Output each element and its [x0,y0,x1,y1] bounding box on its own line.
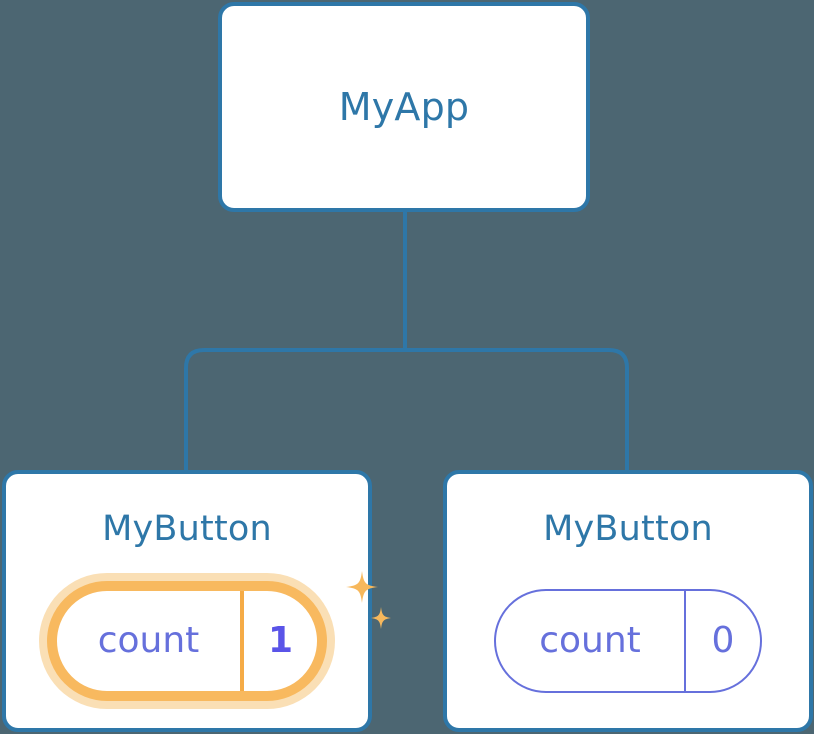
node-mybutton-left[interactable]: MyButton count 1 [2,470,391,732]
node-myapp-title: MyApp [338,85,470,129]
sparkle-large-icon [346,571,378,603]
edge-root-to-left-child [184,348,405,474]
state-pill-left[interactable]: count 1 [47,581,327,701]
state-pill-left-wrapper: count 1 [6,571,391,709]
state-pill-left-value-cell: 1 [244,591,317,691]
node-mybutton-right[interactable]: MyButton count 0 [443,470,813,732]
state-pill-right-key: count [539,620,641,661]
state-pill-right-key-cell: count [496,591,686,691]
state-pill-left-key-cell: count [57,591,244,691]
state-pill-left-value: 1 [267,620,294,661]
state-pill-right-value-cell: 0 [686,591,760,691]
state-pill-left-halo: count 1 [39,573,335,709]
node-mybutton-left-title: MyButton [102,509,272,549]
node-mybutton-right-title: MyButton [543,509,713,549]
state-pill-right-value: 0 [711,620,735,661]
edge-root-to-right-child [405,348,629,474]
state-pill-right[interactable]: count 0 [494,589,762,693]
sparkle-small-icon [371,607,391,629]
state-pill-right-wrapper: count 0 [447,589,809,693]
node-myapp[interactable]: MyApp [218,2,590,212]
state-pill-left-key: count [97,620,200,661]
sparkles-icon [346,571,391,629]
